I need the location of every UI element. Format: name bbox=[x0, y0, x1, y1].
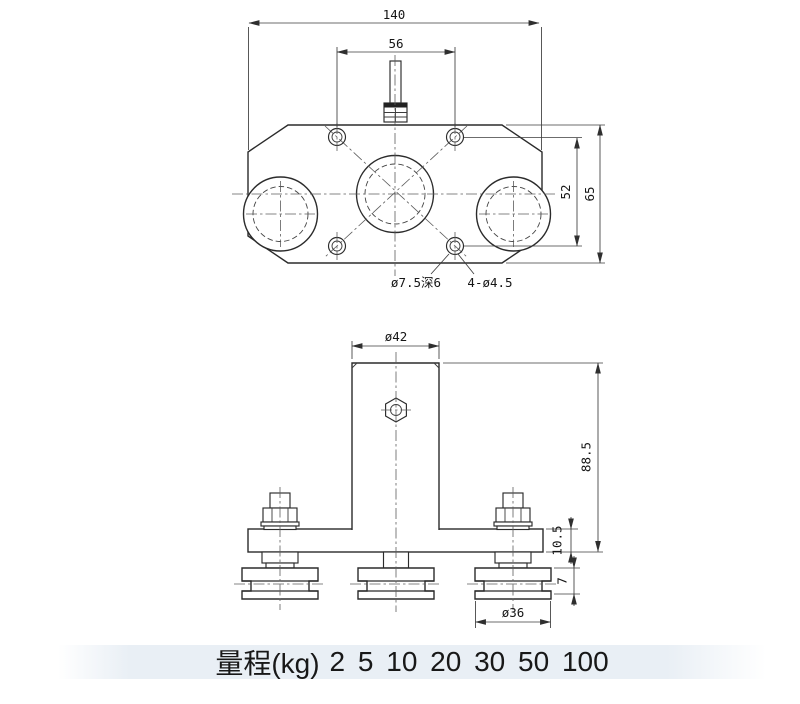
engineering-drawing: 140 56 52 65 ø7.5深6 4-ø4.5 bbox=[232, 7, 605, 628]
dim-overall-width-label: 140 bbox=[383, 7, 406, 22]
capacity-label: 量程(kg) bbox=[215, 648, 320, 679]
dim-overall-depth: 65 bbox=[506, 124, 605, 264]
dim-overall-height: 88.5 bbox=[443, 362, 603, 553]
counterbore-callout-label: ø7.5深6 bbox=[391, 275, 441, 290]
dim-overall-depth-label: 65 bbox=[582, 186, 597, 201]
dim-overall-width: 140 bbox=[248, 7, 542, 150]
dim-hole-spacing-x: 56 bbox=[336, 36, 456, 127]
dim-cylinder-diameter-label: ø42 bbox=[385, 329, 408, 344]
dim-plate-thickness: 10.5 bbox=[546, 517, 603, 564]
dim-groove-width: 7 bbox=[554, 556, 580, 606]
hole-callouts: ø7.5深6 4-ø4.5 bbox=[391, 253, 513, 290]
capacity-values: 2 5 10 20 30 50 100 bbox=[329, 646, 609, 677]
cable-gland bbox=[383, 60, 408, 123]
hole-bottom-right bbox=[445, 232, 465, 260]
hole-bottom-left bbox=[327, 232, 347, 260]
dim-roller-diameter-label: ø36 bbox=[502, 605, 525, 620]
top-view-centerlines bbox=[232, 55, 558, 276]
capacity-strip: 量程(kg) 2 5 10 20 30 50 100 bbox=[58, 645, 766, 679]
dim-overall-height-label: 88.5 bbox=[579, 442, 594, 472]
mounting-holes bbox=[327, 123, 465, 260]
hole-top-right bbox=[445, 123, 465, 151]
base-plate bbox=[247, 528, 544, 553]
center-roller bbox=[357, 567, 435, 600]
front-view-centerlines bbox=[234, 352, 559, 612]
dim-hole-spacing-y-label: 52 bbox=[558, 184, 573, 199]
hole-top-left bbox=[327, 123, 347, 151]
dim-cylinder-diameter: ø42 bbox=[351, 329, 440, 359]
dim-plate-thickness-label: 10.5 bbox=[550, 525, 565, 555]
through-holes-callout-label: 4-ø4.5 bbox=[467, 275, 512, 290]
front-view: ø42 88.5 10.5 7 ø36 bbox=[234, 329, 603, 628]
dim-hole-spacing-y: 52 bbox=[464, 137, 582, 247]
sensor-cylinder bbox=[351, 362, 440, 531]
top-view: 140 56 52 65 ø7.5深6 4-ø4.5 bbox=[232, 7, 605, 290]
dim-hole-spacing-x-label: 56 bbox=[388, 36, 403, 51]
dim-groove-width-label: 7 bbox=[555, 577, 570, 585]
dim-roller-diameter: ø36 bbox=[474, 601, 552, 628]
hex-screw bbox=[381, 397, 411, 423]
